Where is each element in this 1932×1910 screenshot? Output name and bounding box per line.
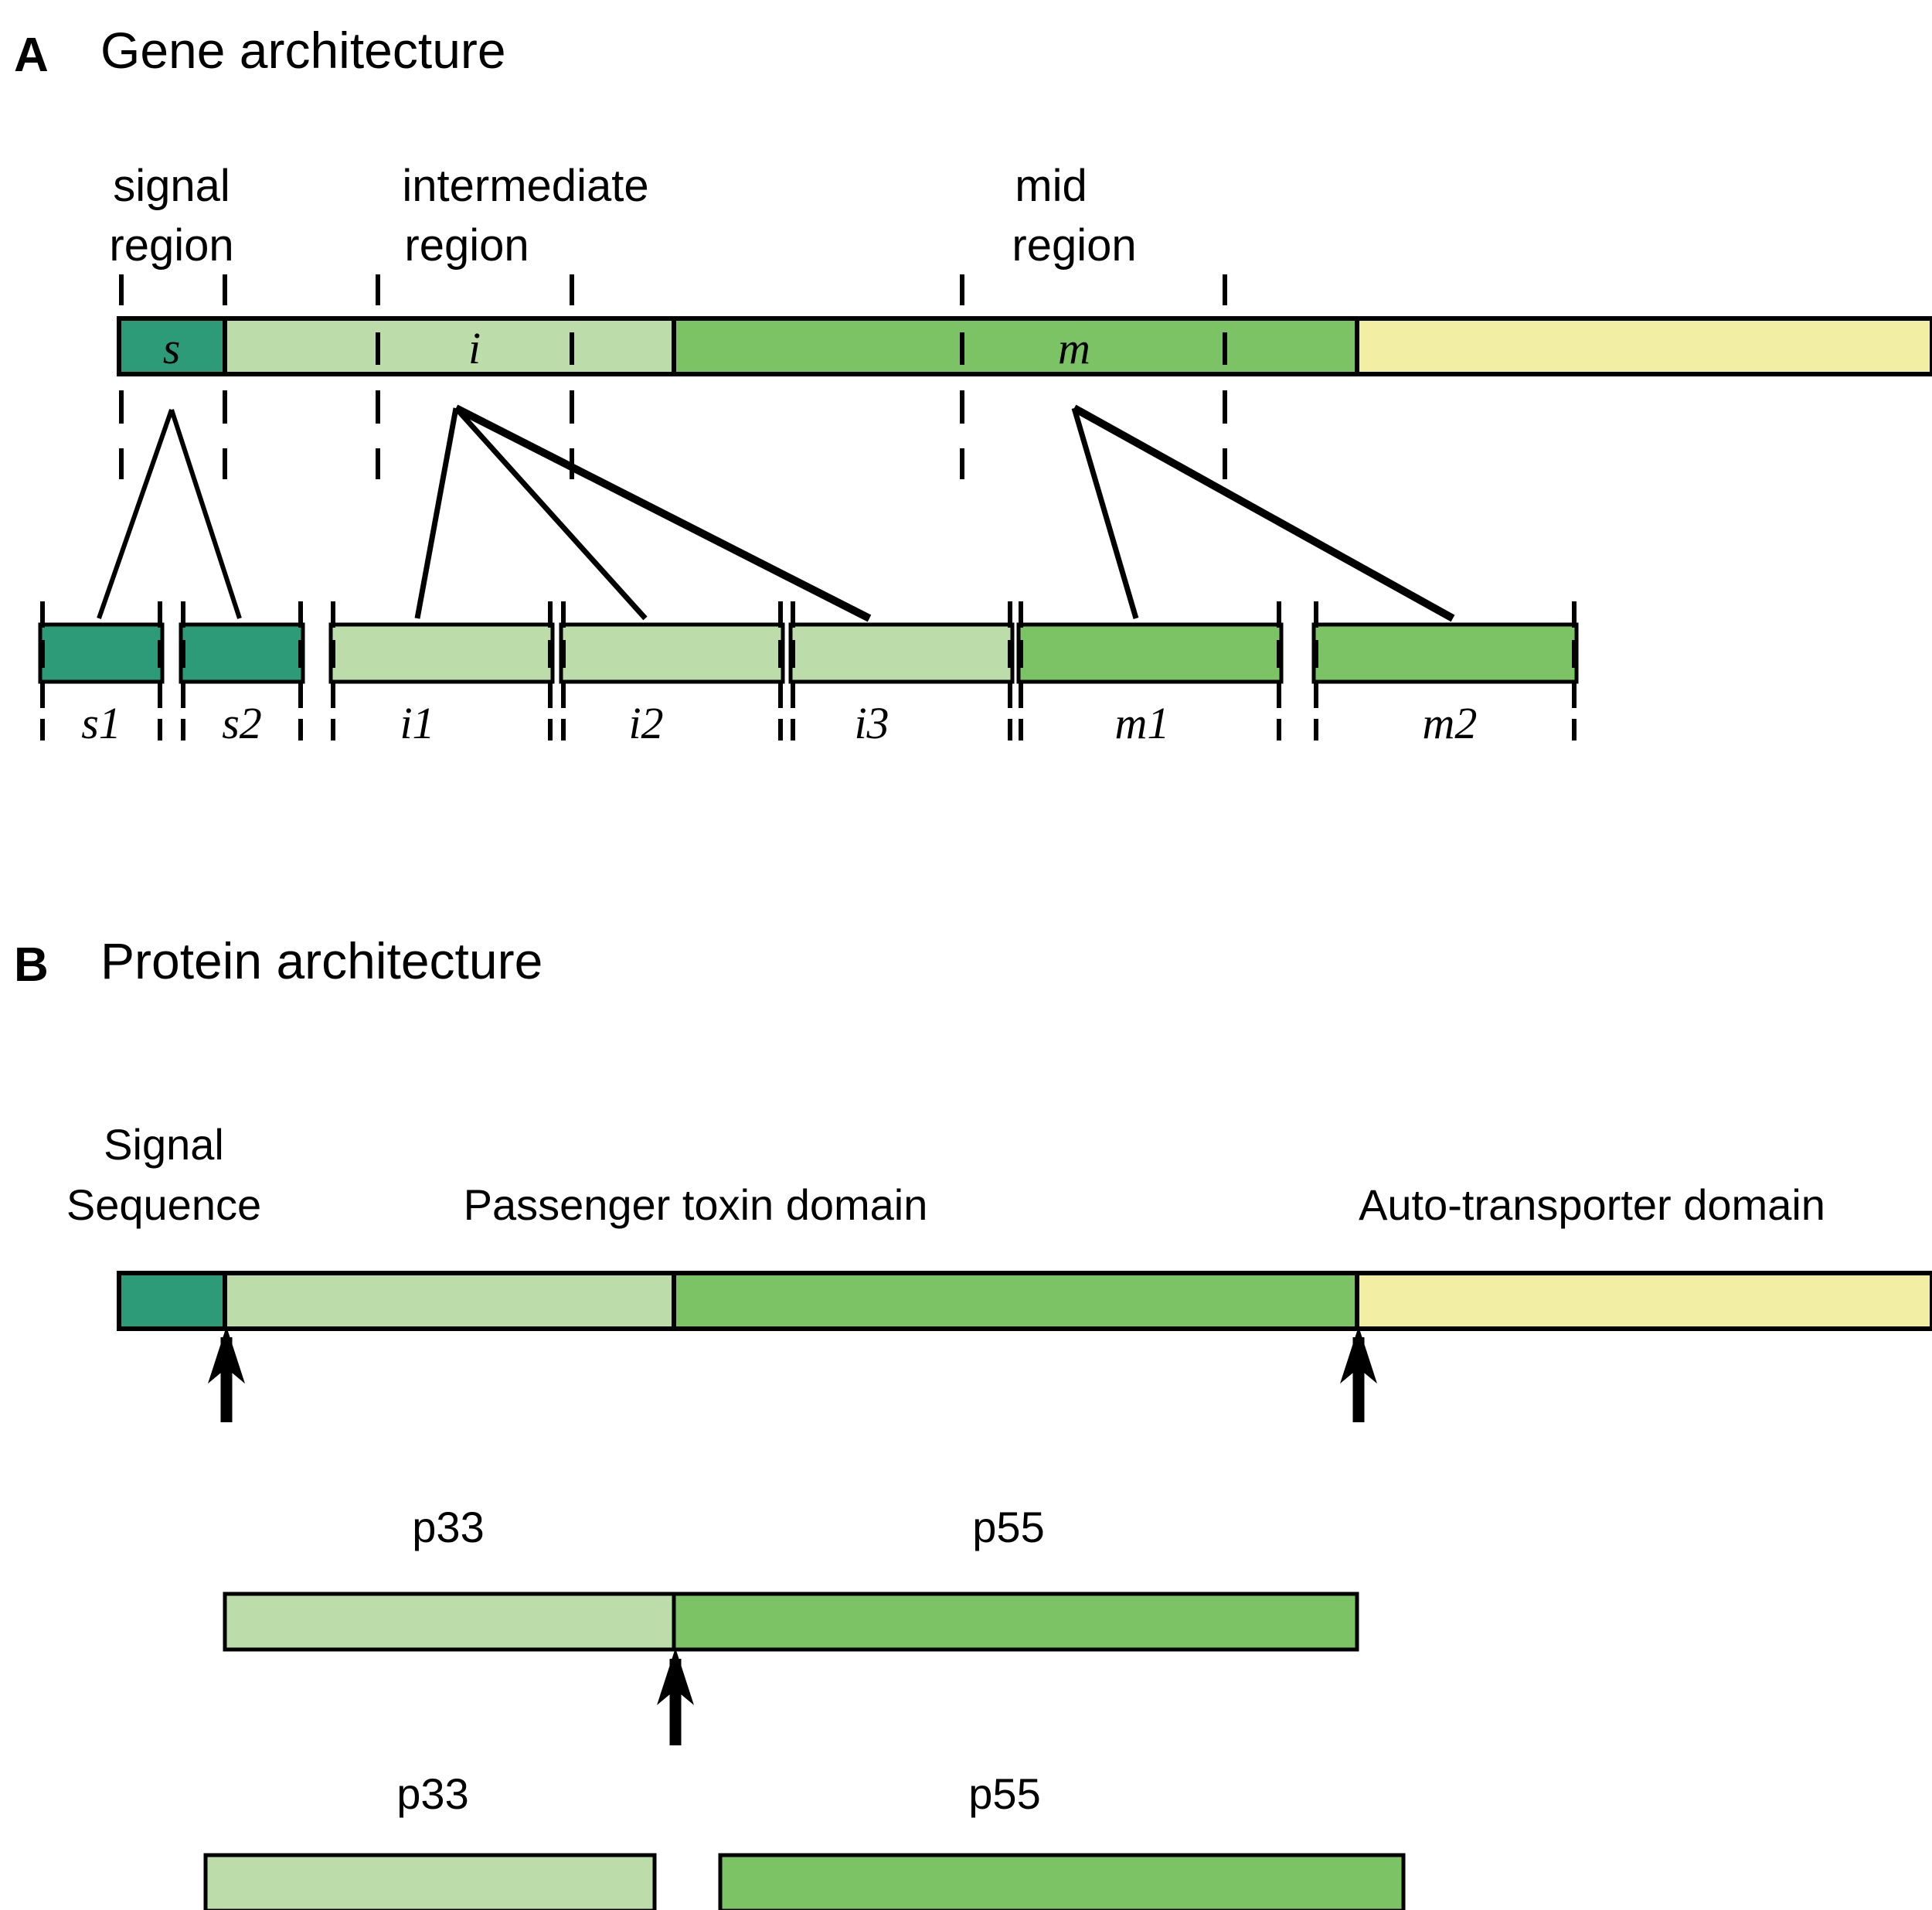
cleaved-row-segment-p55[interactable]	[718, 1853, 1406, 1910]
exon-box-m2[interactable]	[1311, 622, 1579, 684]
panel-a-letter: A	[14, 29, 49, 82]
passenger-toxin-domain-label: Passenger toxin domain	[464, 1180, 928, 1229]
exon-leader-lines	[97, 404, 1455, 622]
passenger-row-bar	[223, 1592, 1359, 1652]
signal-region-label-line1: signal	[113, 161, 230, 211]
exon-bracket-ticks	[40, 601, 1577, 741]
protein-bar	[117, 1271, 1932, 1331]
passenger-row-segment-p55[interactable]	[672, 1592, 1359, 1652]
mid-region-label-line2: region	[1012, 220, 1136, 271]
exon-label-i2: i2	[628, 698, 663, 748]
exon-label-i1: i1	[400, 698, 434, 748]
protein-cleavage-arrows	[208, 1326, 1377, 1422]
signal-cleavage-arrow	[208, 1326, 245, 1422]
passenger-row-label-p33: p33	[412, 1503, 484, 1551]
gene-bar: s i m	[117, 316, 1932, 376]
exon-row	[38, 622, 1579, 684]
panel-b-title: Protein architecture	[100, 932, 543, 989]
exon-box-i1[interactable]	[328, 622, 555, 684]
exon-label-s1: s1	[81, 698, 121, 748]
passenger-cleavage-arrow	[657, 1648, 694, 1745]
region-span-ticks-above	[119, 274, 1227, 305]
gene-segment-s-label: s	[163, 323, 181, 373]
intermediate-region-label-line2: region	[404, 220, 529, 271]
exon-box-s1[interactable]	[38, 622, 165, 684]
region-span-ticks-below	[119, 390, 1227, 479]
intermediate-region-label-line1: intermediate	[402, 161, 648, 211]
panel-b-letter: B	[14, 938, 49, 992]
auto-transporter-domain-label: Auto-transporter domain	[1359, 1180, 1825, 1229]
gene-segment-autotransporter[interactable]	[1355, 316, 1932, 376]
exon-box-m1[interactable]	[1016, 622, 1284, 684]
exon-labels: s1 s2 i1 i2 i3 m1 m2	[81, 698, 1477, 748]
gene-segment-m[interactable]	[672, 316, 1359, 376]
gene-segment-i-label: i	[468, 323, 481, 373]
exon-label-m1: m1	[1115, 698, 1170, 748]
exon-box-s2[interactable]	[179, 622, 305, 684]
cleaved-row-bars	[203, 1853, 1406, 1910]
exon-label-s2: s2	[222, 698, 262, 748]
protein-segment-autotransporter[interactable]	[1355, 1271, 1932, 1331]
passenger-row-label-p55: p55	[972, 1503, 1044, 1551]
protein-segment-p55[interactable]	[672, 1271, 1359, 1331]
signal-sequence-label-line2: Sequence	[66, 1180, 261, 1229]
gene-bar-internal-ticks	[376, 332, 1227, 365]
gene-segment-m-label: m	[1058, 323, 1090, 373]
cleaved-row-segment-p33[interactable]	[203, 1853, 657, 1910]
signal-region-label-line2: region	[109, 220, 233, 271]
gene-segment-s[interactable]	[117, 316, 227, 376]
passenger-row-segment-p33[interactable]	[223, 1592, 676, 1652]
cleaved-row-label-p33: p33	[396, 1769, 468, 1818]
panel-a-title: Gene architecture	[100, 22, 506, 79]
cleaved-row-label-p55: p55	[968, 1769, 1040, 1818]
exon-box-i2[interactable]	[559, 622, 785, 684]
gene-segment-i[interactable]	[223, 316, 676, 376]
mid-region-label-line1: mid	[1015, 161, 1087, 211]
autotransporter-cleavage-arrow	[1340, 1326, 1377, 1422]
protein-segment-p33[interactable]	[223, 1271, 676, 1331]
protein-segment-signal[interactable]	[117, 1271, 227, 1331]
exon-box-i3[interactable]	[788, 622, 1015, 684]
signal-sequence-label-line1: Signal	[104, 1120, 224, 1169]
exon-label-m2: m2	[1423, 698, 1478, 748]
exon-label-i3: i3	[854, 698, 889, 748]
